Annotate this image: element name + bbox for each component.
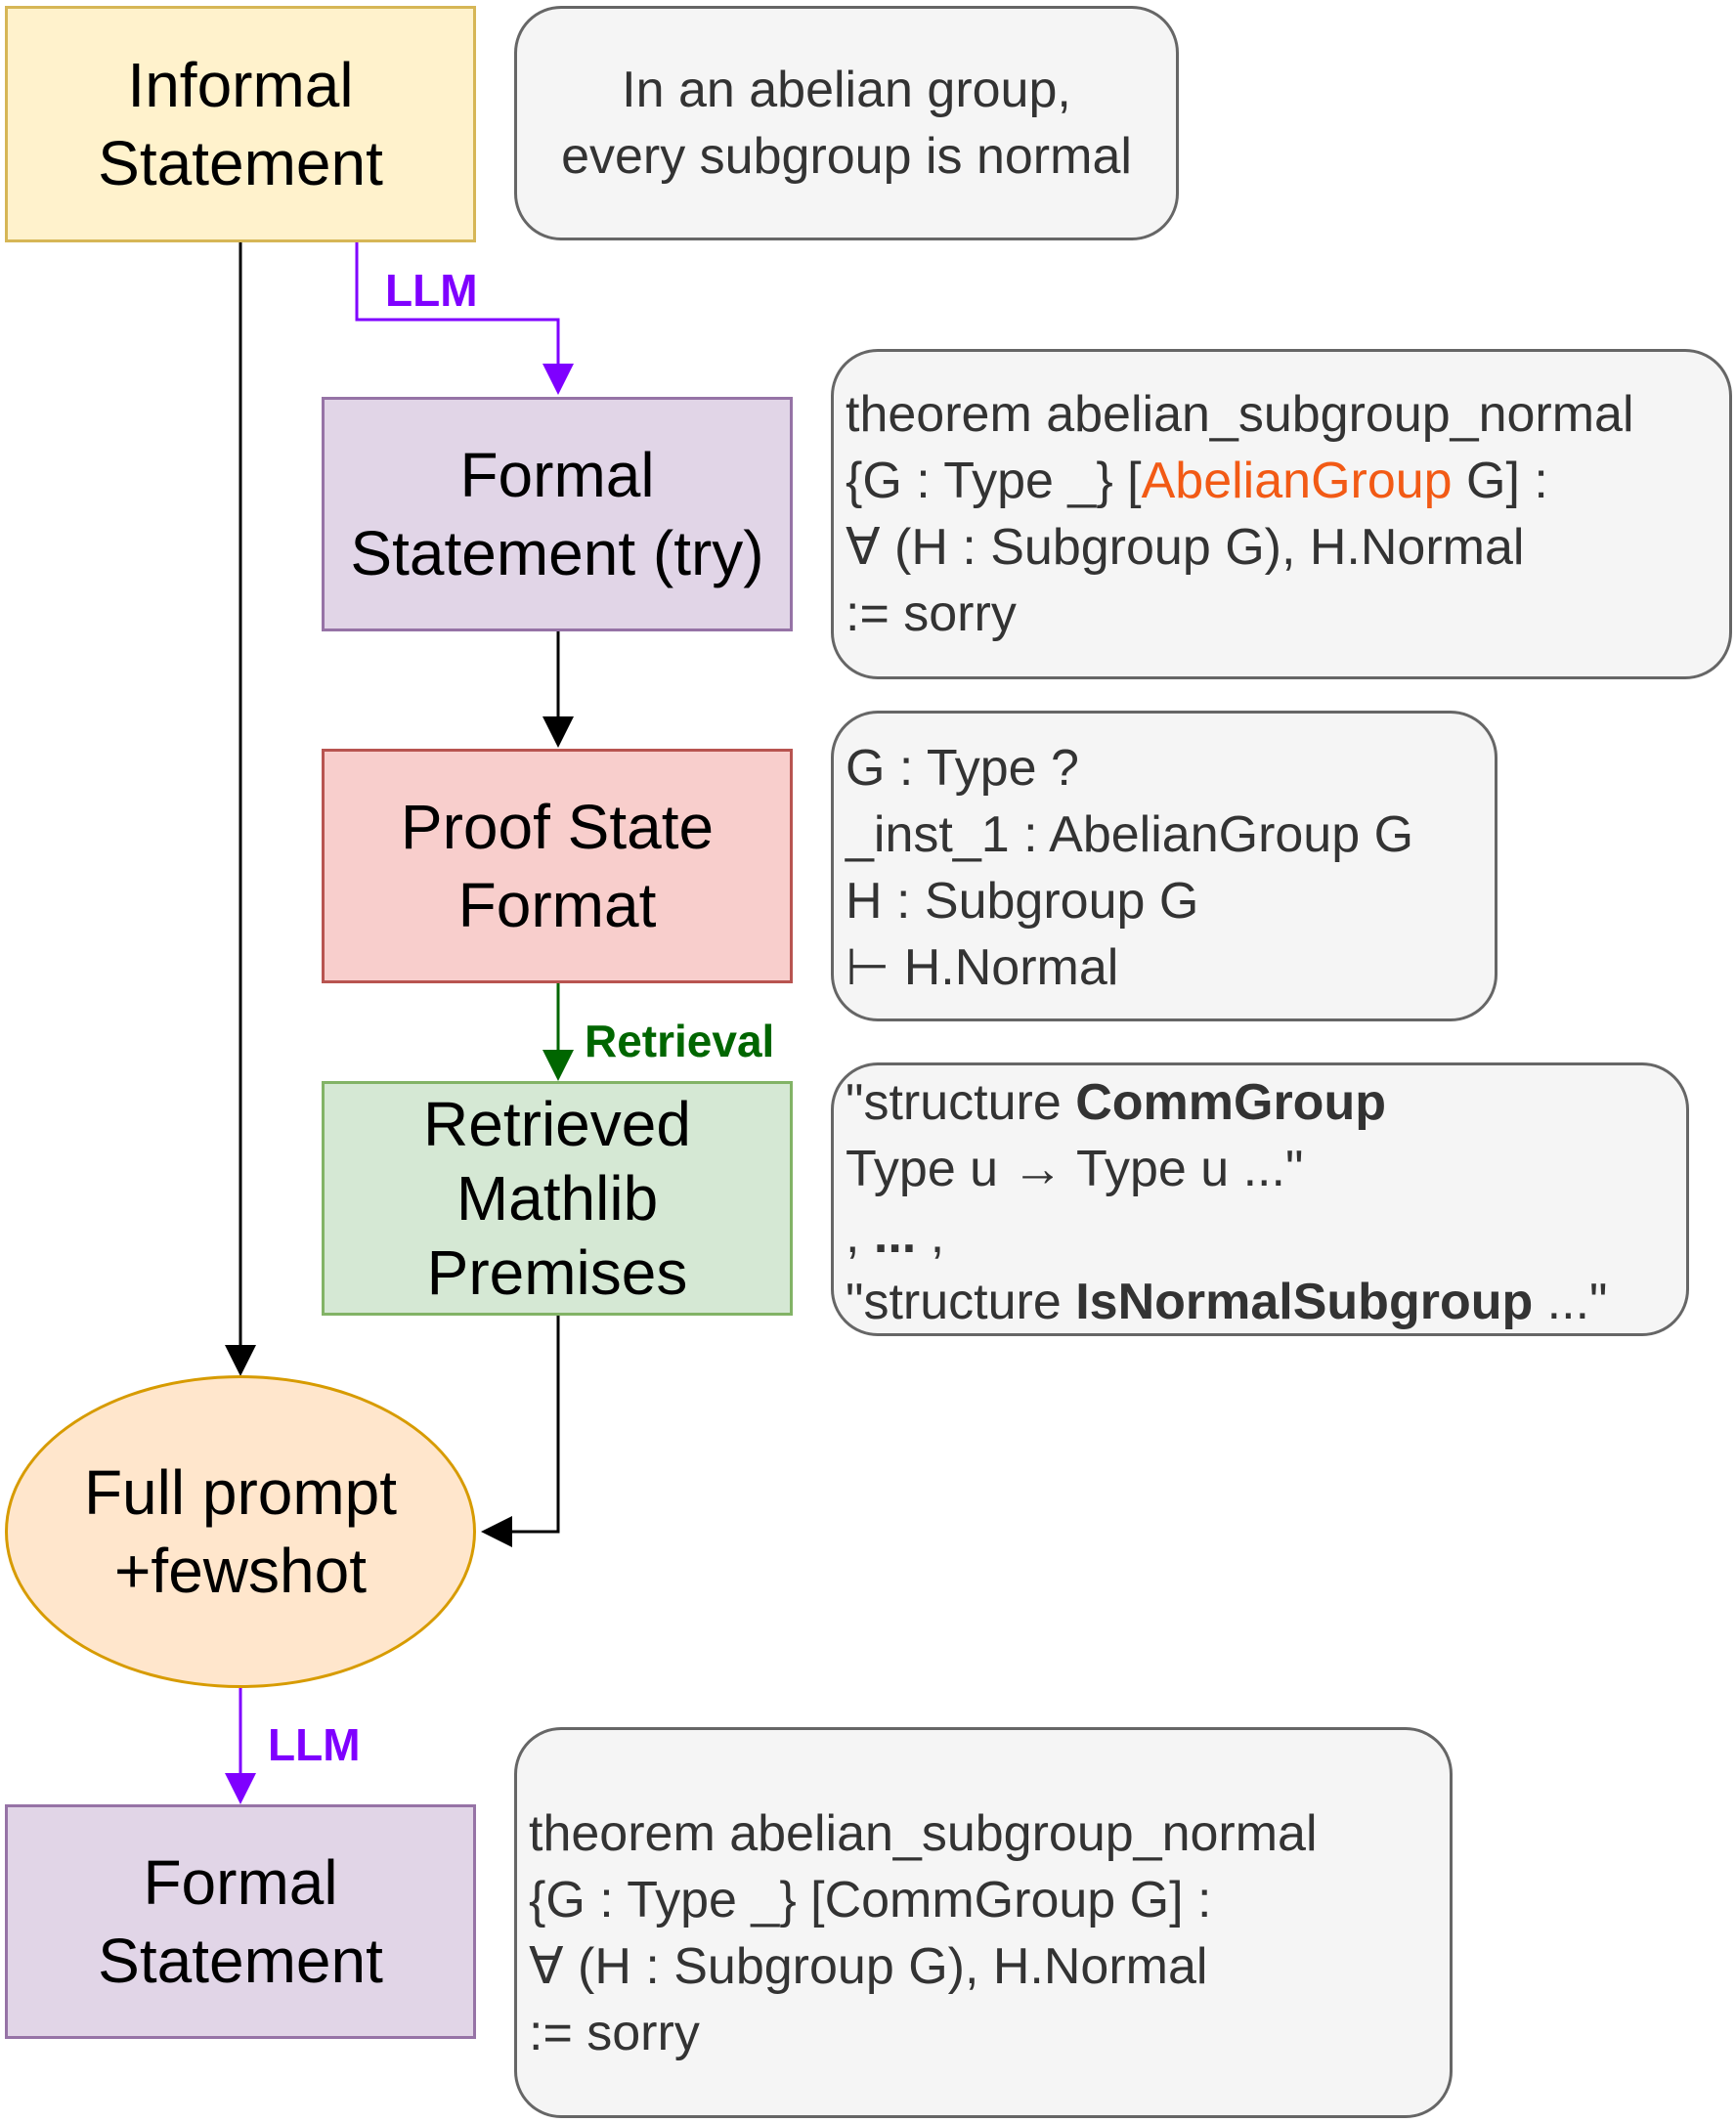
code-line: := sorry [846,585,1017,642]
premises-code-note: "structure CommGroup Type u → Type u ...… [831,1062,1689,1336]
node-line: Formal [459,440,655,510]
code-line: {G : Type _} [AbelianGroup G] : [846,448,1729,514]
code-line: ∀ (H : Subgroup G), H.Normal [529,1938,1208,1995]
llm-edge-label-final: LLM [268,1719,361,1770]
note-line: every subgroup is normal [561,128,1132,185]
code-line: theorem abelian_subgroup_normal [846,386,1634,443]
code-text: G] : [1452,453,1548,509]
proof-state-code-note: G : Type ? _inst_1 : AbelianGroup G H : … [831,711,1497,1021]
code-text: "structure [846,1074,1076,1131]
retrieved-premises-node: Retrieved Mathlib Premises [322,1081,793,1316]
arrowhead-proof-state [542,716,574,748]
informal-statement-node: Informal Statement [5,6,476,242]
node-line: Statement [98,128,383,198]
code-text: "structure [846,1274,1076,1330]
proof-state-format-node: Proof State Format [322,749,793,983]
code-text: , [846,1207,874,1264]
formal-final-code-note: theorem abelian_subgroup_normal {G : Typ… [514,1727,1453,2118]
ellipsis-text: ... [873,1207,917,1264]
edge-llm-informal-to-formal-try [355,242,560,368]
formal-statement-try-node: Formal Statement (try) [322,397,793,631]
arrowhead-formal-try [542,364,574,395]
code-text: {G : Type _} [ [846,453,1142,509]
code-line: G : Type ? [846,740,1079,797]
edge-premises-to-full-prompt [508,1316,560,1534]
node-line: Formal [143,1847,338,1918]
llm-edge-label: LLM [385,265,478,316]
code-line: "structure CommGroup [846,1069,1686,1136]
highlighted-type-name: AbelianGroup [1141,453,1453,509]
arrowhead-formal-statement [225,1773,256,1804]
code-line: "structure IsNormalSubgroup ..." [846,1269,1686,1335]
node-line: Retrieved [423,1089,691,1159]
formal-try-code-note: theorem abelian_subgroup_normal {G : Typ… [831,349,1732,679]
retrieval-edge-label: Retrieval [585,1016,775,1066]
node-line: Full prompt [83,1457,398,1528]
arrowhead-full-prompt-right [481,1516,512,1547]
code-line: theorem abelian_subgroup_normal [529,1805,1318,1862]
code-text: ..." [1533,1274,1608,1330]
code-line: {G : Type _} [CommGroup G] : [529,1872,1212,1928]
arrowhead-premises [542,1050,574,1081]
node-line: Statement (try) [350,518,764,588]
node-line: Proof State [400,792,715,862]
code-line: := sorry [529,2005,700,2061]
node-line: +fewshot [114,1536,367,1606]
code-line: ⊢ H.Normal [846,939,1119,996]
informal-example-note: In an abelian group, every subgroup is n… [514,6,1179,240]
formal-statement-node: Formal Statement [5,1804,476,2039]
node-line: Mathlib [456,1163,659,1234]
node-line: Premises [426,1237,688,1308]
arrowhead-full-prompt-top [225,1345,256,1376]
code-line: Type u → Type u ..." [846,1141,1304,1197]
full-prompt-node: Full prompt +fewshot [5,1375,476,1688]
code-line: ∀ (H : Subgroup G), H.Normal [846,519,1525,576]
code-line: _inst_1 : AbelianGroup G [846,806,1414,863]
node-line: Format [457,870,657,940]
note-line: In an abelian group, [622,62,1071,118]
node-line: Statement [98,1926,383,1996]
premise-name: CommGroup [1075,1074,1386,1131]
premise-name: IsNormalSubgroup [1075,1274,1534,1330]
code-line: H : Subgroup G [846,873,1199,930]
node-line: Informal [127,50,354,120]
code-text: , [916,1207,945,1264]
code-line: , ... , [846,1202,1686,1269]
